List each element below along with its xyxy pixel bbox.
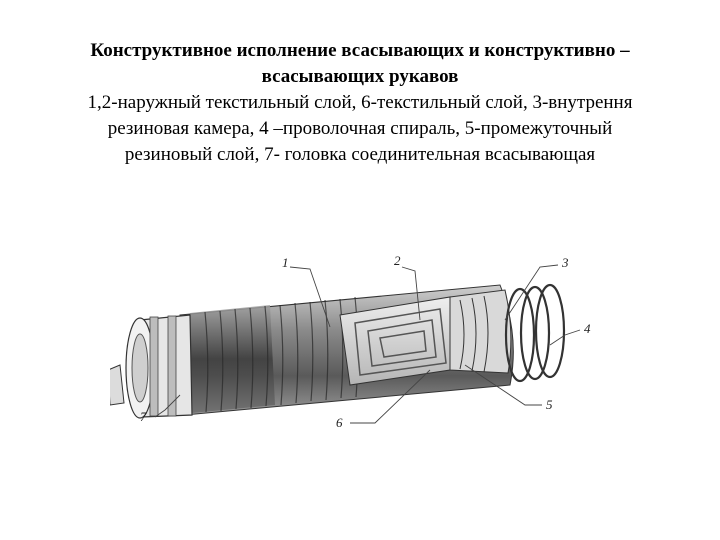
part-label-3: 3 <box>561 255 569 270</box>
part-label-2: 2 <box>394 253 401 268</box>
caption-legend-line-1: 1,2-наружный текстильный слой, 6-текстил… <box>87 92 633 113</box>
hose-diagram: 1 2 3 4 5 6 7 <box>110 245 610 450</box>
part-label-1: 1 <box>282 255 289 270</box>
wire-spiral <box>504 283 566 383</box>
coupling-head <box>110 314 193 419</box>
leader-lines <box>154 264 581 424</box>
part-label-5: 5 <box>546 397 553 412</box>
layer-cutaway <box>339 289 512 386</box>
part-label-6: 6 <box>336 415 343 430</box>
part-label-7: 7 <box>140 409 147 424</box>
caption-legend-line-3: резиновый слой, 7- головка соединительна… <box>124 144 596 165</box>
part-label-4: 4 <box>584 321 591 336</box>
hose-illustration: 1 2 3 4 5 6 7 <box>110 253 591 430</box>
caption-title-line-1: Конструктивное исполнение всасывающих и … <box>90 40 630 61</box>
caption-legend-line-2: резиновая камера, 4 –проволочная спираль… <box>107 118 613 139</box>
caption-title-line-2: всасывающих рукавов <box>261 66 459 87</box>
caption: Конструктивное исполнение всасывающих и … <box>20 38 700 168</box>
